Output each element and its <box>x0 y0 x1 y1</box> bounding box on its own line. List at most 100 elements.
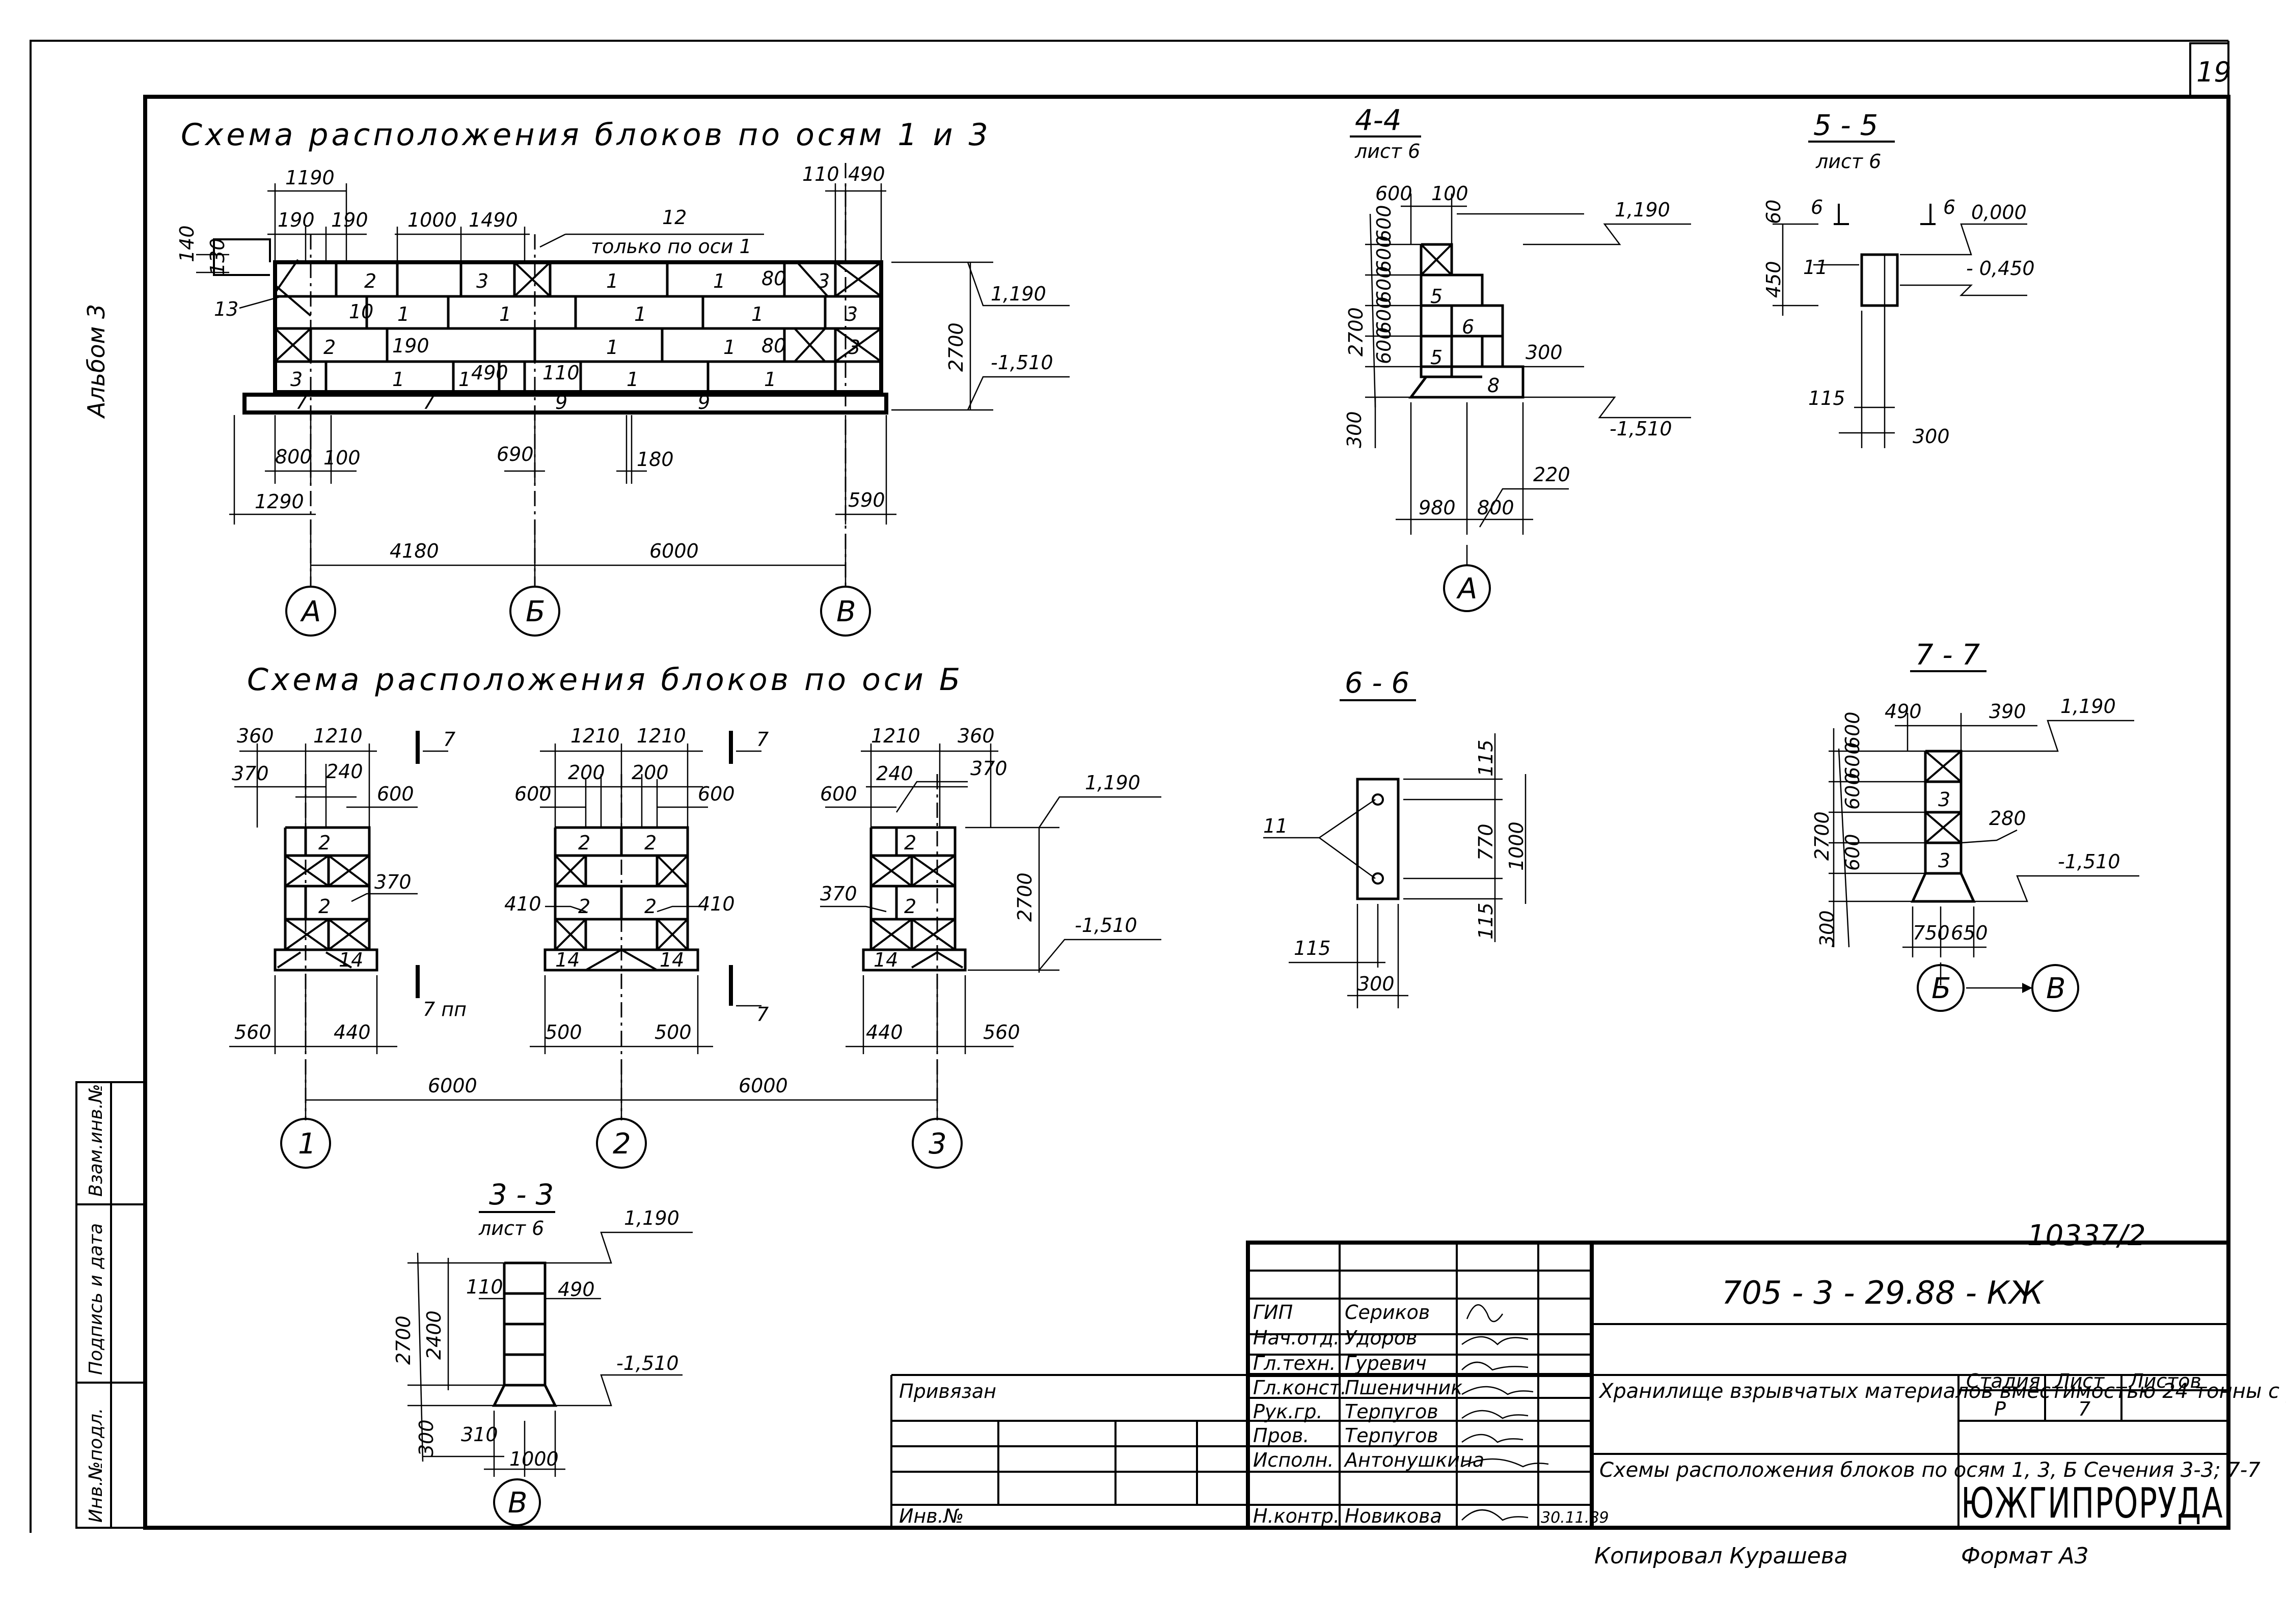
blk-u0: 2 <box>364 270 376 292</box>
sec-7-7-d600c: 600 <box>1841 773 1864 810</box>
inv-label: Инв.№ <box>899 1505 964 1527</box>
sec-7-7-elev-top: 1,190 <box>2060 695 2116 718</box>
axisb-d600c: 600 <box>698 783 735 805</box>
object-title: Хранилище взрывчатых материалов вместимо… <box>1598 1380 2286 1403</box>
section-3-3: 3 - 3 лист 6 2700 2400 110 490 300 310 1… <box>392 1178 693 1526</box>
sec-4-4-d600c: 600 <box>1373 266 1395 303</box>
sec-3-3-axis-bubble <box>493 1478 541 1526</box>
sec-3-3-axis: В <box>508 1487 527 1520</box>
sec-4-4-d100: 100 <box>1431 182 1468 205</box>
span-6000-a: 6000 <box>649 540 699 562</box>
sec-6-6-title: 6 - 6 <box>1345 667 1409 700</box>
dim-130: 130 <box>206 238 229 275</box>
blk-l3: 490 <box>471 362 508 384</box>
sec-3-3-d1000: 1000 <box>509 1448 559 1470</box>
blk-m1: 1 <box>499 303 511 325</box>
sec-5-5-mark-a: 6 <box>1811 196 1823 218</box>
axisb-elev-top: 1,190 <box>1085 772 1140 794</box>
blk-l2: 1 <box>458 368 471 391</box>
dim-1190: 1190 <box>285 167 335 189</box>
role-1: Нач.отд. <box>1253 1327 1340 1349</box>
blk-l1: 1 <box>392 368 404 391</box>
section-4-4: 4-4 лист 6 5 6 5 8 <box>1343 104 1691 612</box>
sec-7-7-elev-bot: -1,510 <box>2058 850 2120 873</box>
axisb-d1210b: 1210 <box>570 725 620 747</box>
role-7: Н.контр. <box>1253 1505 1340 1527</box>
sec-5-5-elev-bot: - 0,450 <box>1966 257 2035 280</box>
axisb-d240a: 240 <box>326 760 363 783</box>
axis-bubble-3 <box>912 1118 963 1169</box>
name-3: Пшеничник <box>1345 1377 1462 1399</box>
sec-5-5-mark-b: 6 <box>1943 196 1955 218</box>
dim-190b: 190 <box>331 209 368 231</box>
axis-bubble-V <box>820 586 871 637</box>
dim-490-top: 490 <box>848 163 885 185</box>
blk-l5: 1 <box>627 368 639 391</box>
attached-label: Привязан <box>899 1380 996 1402</box>
dim-12: 12 <box>662 206 687 229</box>
axisb-d440a: 440 <box>334 1021 371 1043</box>
axis-label-1: 1 <box>298 1127 316 1161</box>
sec-7-7-d490: 490 <box>1885 700 1922 723</box>
dim-1490: 1490 <box>469 209 518 231</box>
elev-bot-a: -1,510 <box>991 351 1053 374</box>
cut-7pp: 7 пп <box>423 998 467 1021</box>
axisb-d360b: 360 <box>958 725 995 747</box>
axisb-d1210a: 1210 <box>313 725 363 747</box>
axisb-d370a: 370 <box>232 762 269 785</box>
sec-5-5-title: 5 - 5 <box>1813 109 1878 142</box>
stage-label: Стадия <box>1966 1370 2040 1392</box>
blk-l6: 1 <box>764 368 776 391</box>
sec-3-3-d300: 300 <box>415 1419 438 1456</box>
axisb-d500a: 500 <box>545 1021 582 1043</box>
dim-190a: 190 <box>278 209 315 231</box>
name-1: Удоров <box>1345 1327 1417 1349</box>
sec-4-4-elev-top: 1,190 <box>1615 199 1670 221</box>
sec-6-6-d115b: 115 <box>1475 902 1497 940</box>
blk-m0: 1 <box>397 303 410 325</box>
axisb-d370d: 370 <box>820 883 857 905</box>
sec-6-6-d1000: 1000 <box>1505 821 1528 871</box>
stage-value: Р <box>1994 1398 2006 1420</box>
sec-4-4-blk-6: 6 <box>1462 316 1474 338</box>
note-only-axis-1: только по оси 1 <box>591 235 752 258</box>
pier3-blk-2b: 2 <box>904 895 916 918</box>
sheet-title: Схемы расположения блоков по осям 1, 3, … <box>1599 1458 2261 1482</box>
pier1-blk-2b: 2 <box>318 895 331 918</box>
sec-7-7-d750: 750 <box>1913 922 1950 944</box>
axisb-d200b: 200 <box>632 761 669 784</box>
sec-5-5-d115: 115 <box>1808 387 1845 409</box>
sec-3-3-d490: 490 <box>558 1278 595 1301</box>
album-label: Альбом 3 <box>83 304 110 419</box>
pier1-blk-2a: 2 <box>318 832 331 854</box>
axisb-d370b: 370 <box>374 871 412 893</box>
pier1-blk-14: 14 <box>339 949 363 971</box>
dim-13: 13 <box>214 298 238 320</box>
view-title-axis-b: Схема расположения блоков по оси Б <box>247 662 963 698</box>
axisb-d600b: 600 <box>514 783 552 805</box>
view-title-axes-1-3: Схема расположения блоков по осям 1 и 3 <box>181 117 991 153</box>
pier2-blk-14a: 14 <box>555 949 580 971</box>
blk-t3: 1 <box>723 336 736 359</box>
cut-7-b: 7 <box>756 728 769 751</box>
axisb-elev-bot: -1,510 <box>1075 914 1137 937</box>
sec-4-4-d600d: 600 <box>1373 296 1395 334</box>
sec-3-3-title: 3 - 3 <box>489 1178 554 1212</box>
name-4: Терпугов <box>1345 1400 1438 1423</box>
sec-3-3-d110: 110 <box>466 1276 503 1298</box>
axis-bubble-B <box>509 586 560 637</box>
pier2-blk-14b: 14 <box>660 949 684 971</box>
sec-6-6-d300: 300 <box>1357 973 1395 995</box>
elev-top-a: 1,190 <box>991 283 1046 305</box>
blk-b1: 7 <box>423 391 435 414</box>
view-axes-1-3: Схема расположения блоков по осям 1 и 3 <box>176 117 1070 637</box>
sheet-label: Лист <box>2054 1370 2105 1392</box>
sheets-label: Листов <box>2128 1370 2201 1392</box>
axisb-d560a: 560 <box>234 1021 271 1043</box>
height-2700-a: 2700 <box>945 322 967 372</box>
axis-label-2: 2 <box>613 1127 631 1161</box>
sheet-number: 19 <box>2196 56 2231 88</box>
axis-label-3: 3 <box>929 1127 947 1161</box>
axisb-d1210d: 1210 <box>871 725 920 747</box>
